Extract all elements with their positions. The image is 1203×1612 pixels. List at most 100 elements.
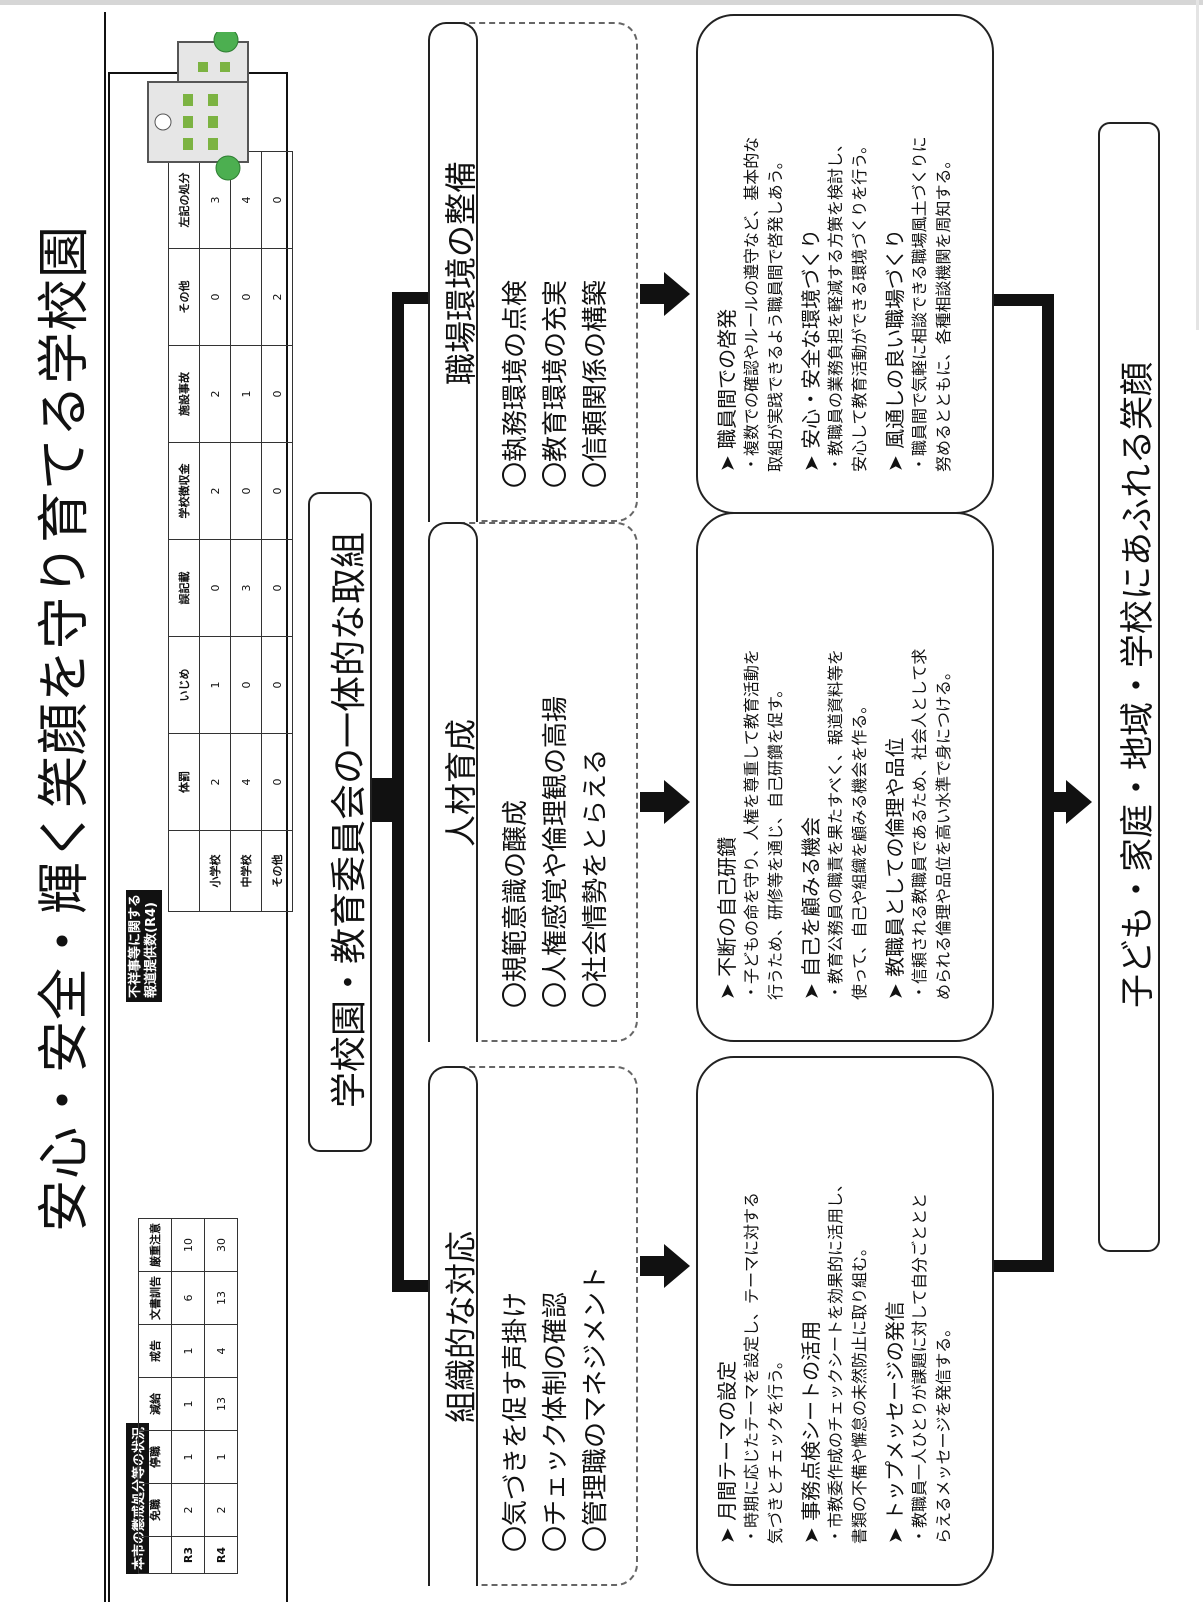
table-cell: 0	[230, 248, 262, 346]
rotated-document: 安心・安全・輝く笑顔を守り育てる学校園 本市の懲戒処分等の状況 免職 停職 減給…	[8, 10, 1196, 1602]
list-item: 〇管理職のマネジメント	[581, 1265, 611, 1552]
column-organization-detail-box: ➤ 月間テーマの設定 ・時期に応じたテーマを設定し、テーマに対する 気づきとチェ…	[696, 1056, 994, 1586]
detail-text: 気づきとチェックを行う。	[766, 1352, 785, 1544]
table-cell: 4	[204, 1324, 238, 1378]
detail-list: ➤ 月間テーマの設定 ・時期に応じたテーマを設定し、テーマに対する 気づきとチェ…	[714, 1084, 956, 1544]
table-cell: 0	[199, 539, 231, 637]
detail-text: ・職員間で気軽に相談できる職場風土づくりに	[910, 136, 929, 472]
column-organization-title: 組織的な対応	[442, 1231, 480, 1424]
table-cell: 0	[261, 345, 293, 443]
table-header-cell: 学校徴収金	[168, 442, 200, 540]
table-row-header: R3	[171, 1536, 205, 1574]
table-row-header: 小学校	[199, 830, 231, 912]
table-cell: 0	[261, 442, 293, 540]
detail-text: らえるメッセージを発信する。	[934, 1320, 953, 1544]
table-cell: 1	[230, 345, 262, 443]
detail-title: ➤ 風通しの良い職場づくり	[883, 228, 907, 472]
detail-title: ➤ 不断の自己研鑽	[715, 836, 739, 1000]
connector-stem	[372, 778, 392, 822]
table-row-header: R4	[204, 1536, 238, 1574]
top-border	[0, 0, 1203, 5]
discipline-table: 免職 停職 減給 戒告 文書訓告 厳重注意 R3 2 1 1 1 6 10 R4…	[138, 1218, 238, 1574]
detail-title: ➤ 職員間での啓発	[715, 308, 739, 472]
detail-text: ・複数での確認やルールの遵守など、基本的な	[742, 136, 761, 472]
incident-table: 体罰 いじめ 誤記載 学校徴収金 施設事故 その他 左記の処分 小学校 2 1 …	[168, 151, 293, 912]
table-cell: 0	[230, 636, 262, 734]
table-header-cell: 文書訓告	[138, 1271, 172, 1325]
table-cell: 0	[199, 248, 231, 346]
table-cell: 1	[204, 1430, 238, 1484]
table-cell: 2	[199, 733, 231, 831]
detail-list: ➤ 不断の自己研鑽 ・子どもの命を守り、人権を尊重して教育活動を 行うため、研修…	[714, 540, 956, 1000]
arrow-head-icon	[1066, 780, 1092, 824]
connector-left	[392, 1280, 428, 1292]
list-item: 〇信頼関係の構築	[581, 279, 611, 488]
column-hr-items: 〇規範意識の醸成 〇人権感覚や倫理観の高揚 〇社会情勢をとらえる	[496, 696, 616, 1008]
title-underline	[104, 12, 106, 1602]
connector-right	[392, 292, 428, 304]
table-header-cell: いじめ	[168, 636, 200, 734]
table-header-cell: 体罰	[168, 733, 200, 831]
arrow-head-icon	[664, 272, 690, 316]
column-hr-header: 人材育成	[428, 522, 480, 1042]
table-row: その他 0 0 0 0 0 2 0	[261, 151, 293, 912]
table-cell: 0	[261, 151, 293, 249]
detail-text: ・教育公務員の職責を果たすべく、報道資料等を	[826, 649, 845, 1000]
table-cell: 6	[171, 1271, 205, 1325]
detail-text: 書類の不備や懈怠の未然防止に取り組む。	[850, 1239, 869, 1544]
table-cell: 10	[171, 1218, 205, 1272]
column-environment-items: 〇執務環境の点検 〇教育環境の充実 〇信頼関係の構築	[496, 280, 616, 488]
column-hr-detail-box: ➤ 不断の自己研鑽 ・子どもの命を守り、人権を尊重して教育活動を 行うため、研修…	[696, 512, 994, 1042]
table-header-cell	[168, 830, 200, 912]
incident-caption-line2: 報道提供数(R4)	[144, 902, 159, 998]
table-row: 小学校 2 1 0 2 2 0 3	[199, 151, 231, 912]
table-cell: 1	[199, 636, 231, 734]
table-cell: 1	[171, 1324, 205, 1378]
table-row-header: 中学校	[230, 830, 262, 912]
detail-title: ➤ 事務点検シートの活用	[799, 1320, 823, 1544]
table-header-cell: 停職	[138, 1430, 172, 1484]
table-row: R3 2 1 1 1 6 10	[171, 1218, 205, 1574]
detail-title: ➤ 自己を顧みる機会	[799, 816, 823, 1000]
detail-text: められる倫理や品位を高い水準で身につける。	[934, 663, 953, 1000]
connector-bus	[392, 292, 404, 1292]
table-header-cell: 減給	[138, 1377, 172, 1431]
detail-text: 取組が実践できるよう職員間で啓発しあう。	[766, 153, 785, 472]
detail-text: 使って、自己や組織を顧みる機会を作る。	[850, 697, 869, 1000]
detail-list: ➤ 職員間での啓発 ・複数での確認やルールの遵守など、基本的な 取組が実践できる…	[714, 32, 956, 472]
table-row-header: その他	[261, 830, 293, 912]
school-building-icon	[108, 27, 258, 182]
detail-text: 努めるとともに、各種相談機関を周知する。	[934, 152, 953, 472]
column-organization-items: 〇気づきを促す声掛け 〇チェック体制の確認 〇管理職のマネジメント	[496, 1266, 616, 1552]
center-initiative-label: 学校園・教育委員会の一体的な取組	[329, 532, 370, 1109]
table-header-cell	[138, 1536, 172, 1574]
table-header-row: 免職 停職 減給 戒告 文書訓告 厳重注意	[138, 1218, 172, 1574]
incident-table-caption: 不祥事等に関する 報道提供数(R4)	[126, 889, 162, 1002]
detail-title: ➤ 安心・安全な環境づくり	[799, 228, 823, 472]
list-item: 〇教育環境の充実	[541, 279, 571, 488]
table-cell: 13	[204, 1377, 238, 1431]
arrow-head-icon	[664, 780, 690, 824]
outcome-label: 子ども・家庭・地域・学校にあふれる笑顔	[1118, 362, 1158, 1008]
table-cell: 0	[261, 539, 293, 637]
column-hr-title: 人材育成	[442, 719, 480, 848]
table-row: R4 2 1 13 4 13 30	[204, 1218, 238, 1574]
table-cell: 2	[261, 248, 293, 346]
detail-text: 安心して教育活動ができる環境づくりを行う。	[850, 137, 869, 472]
table-header-row: 体罰 いじめ 誤記載 学校徴収金 施設事故 その他 左記の処分	[168, 151, 200, 912]
table-cell: 13	[204, 1271, 238, 1325]
list-item: 〇人権感覚や倫理観の高揚	[541, 695, 571, 1008]
arrow-head-icon	[664, 1244, 690, 1288]
table-cell: 4	[230, 733, 262, 831]
table-header-cell: 施設事故	[168, 345, 200, 443]
center-initiative-box: 学校園・教育委員会の一体的な取組	[308, 492, 372, 1152]
table-cell: 2	[199, 442, 231, 540]
detail-title: ➤ トップメッセージの発信	[883, 1301, 907, 1544]
table-cell: 0	[261, 636, 293, 734]
column-organization-header: 組織的な対応	[428, 1066, 480, 1586]
list-item: 〇社会情勢をとらえる	[581, 748, 611, 1008]
detail-text: 行うため、研修等を通じ、自己研鑽を促す。	[766, 681, 785, 1000]
column-environment-header: 職場環境の整備	[428, 22, 480, 522]
detail-title: ➤ 教職員としての倫理や品位	[883, 737, 907, 1000]
table-header-cell: 戒告	[138, 1324, 172, 1378]
